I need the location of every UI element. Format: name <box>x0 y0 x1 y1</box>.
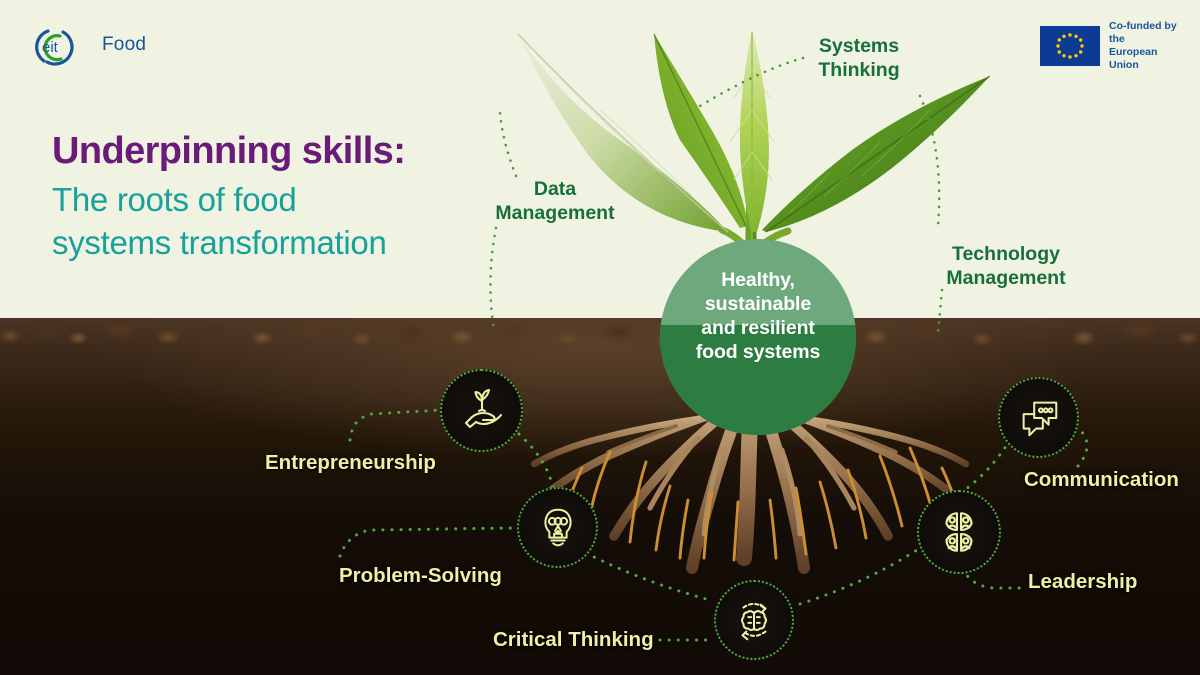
label-technology-management: Technology Management <box>930 242 1082 290</box>
label-leadership: Leadership <box>1028 570 1138 593</box>
eu-cofunding-text: Co-funded by the European Union <box>1109 20 1188 72</box>
eu-flag-icon <box>1040 26 1100 66</box>
label-communication: Communication <box>1024 468 1179 491</box>
eu-text-line1: Co-funded by the <box>1109 20 1177 45</box>
label-systems-thinking-line2: Thinking <box>818 59 900 81</box>
icon-node-problem-solving[interactable] <box>517 487 598 568</box>
speech-bubbles-icon <box>1022 401 1057 436</box>
label-problem-solving: Problem-Solving <box>339 564 502 587</box>
icon-node-entrepreneurship[interactable] <box>440 369 523 452</box>
icon-node-critical-thinking[interactable] <box>714 580 794 660</box>
icon-node-leadership[interactable] <box>917 490 1001 574</box>
lightbulb-pen-icon <box>543 508 572 546</box>
eu-cofunding-badge: Co-funded by the European Union <box>1040 20 1188 71</box>
eit-food-logo[interactable]: eit Food <box>20 22 200 70</box>
four-people-icon <box>945 512 973 552</box>
title-main: Underpinning skills: <box>52 130 406 172</box>
eit-food-logo-text: Food <box>102 34 147 55</box>
label-entrepreneurship: Entrepreneurship <box>265 451 436 474</box>
label-data-management-line1: Data <box>533 178 577 200</box>
core-label-line4: food systems <box>695 341 821 363</box>
hand-holding-plant-icon <box>464 388 502 428</box>
soil-body <box>0 318 1200 675</box>
core-circle <box>660 239 856 435</box>
label-data-management-line2: Management <box>495 202 615 224</box>
page-title: Underpinning skills: The roots of food s… <box>52 128 522 264</box>
eit-logo-mark: eit <box>35 29 74 66</box>
label-systems-thinking-line1: Systems <box>818 35 900 57</box>
title-sub-line2: systems transformation <box>52 224 387 261</box>
core-label-line3: and resilient <box>701 317 815 339</box>
brain-cycle-icon <box>740 602 768 641</box>
label-critical-thinking: Critical Thinking <box>493 628 654 651</box>
soil-surface-texture <box>0 318 1200 364</box>
svg-text:eit: eit <box>42 39 59 56</box>
title-sub-line1: The roots of food <box>52 181 297 218</box>
core-label-line2: sustainable <box>704 293 812 315</box>
core-circle-lower <box>660 325 856 435</box>
icon-node-communication[interactable] <box>998 377 1079 458</box>
label-data-management: Data Management <box>478 177 632 225</box>
label-systems-thinking: Systems Thinking <box>804 34 914 82</box>
core-label: Healthy, sustainable and resilient food … <box>660 268 856 364</box>
eu-text-line2: European Union <box>1109 46 1158 71</box>
core-label-line1: Healthy, <box>721 269 795 291</box>
label-technology-management-line1: Technology <box>952 243 1060 265</box>
title-sub: The roots of food systems transformation <box>52 178 522 264</box>
label-technology-management-line2: Management <box>946 267 1066 289</box>
